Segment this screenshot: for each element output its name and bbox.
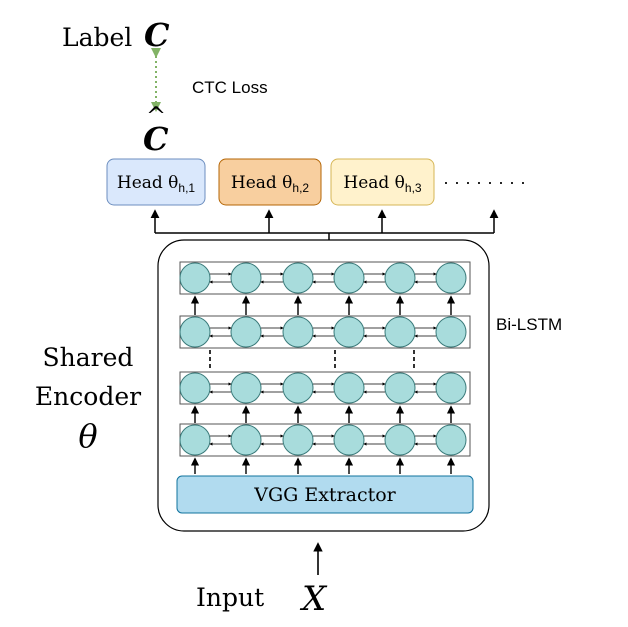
bi-lstm-stack [179,261,471,474]
lstm-cell [230,372,262,404]
lstm-cell [333,424,365,456]
lstm-cell [179,316,211,348]
ctc-loss-label: CTC Loss [192,78,268,97]
label-prefix: Label [62,23,132,52]
lstm-cell [282,372,314,404]
lstm-cell [384,424,416,456]
lstm-cell [282,424,314,456]
lstm-cell [333,316,365,348]
head-1-label: Head θh,1 [117,173,196,195]
prediction-symbol: C [143,120,169,158]
lstm-cell [179,262,211,294]
label-symbol: C [144,16,170,54]
heads-ellipsis: · · · · · · · · [443,172,526,192]
lstm-cell [384,372,416,404]
lstm-cell [333,372,365,404]
head-1-box [106,158,206,206]
head-2-label: Head θh,2 [231,173,310,195]
vgg-extractor-box [176,475,474,514]
shared-encoder-box [157,239,490,532]
lstm-cell [230,424,262,456]
lstm-cell [230,262,262,294]
vgg-extractor-label: VGG Extractor [253,484,396,506]
prediction-accent: ^ [146,102,166,130]
lstm-cell [333,262,365,294]
head-2-box [218,158,322,206]
input-symbol: X [299,579,328,619]
lstm-cell [435,372,467,404]
lstm-cell [435,424,467,456]
lstm-cell [179,424,211,456]
lstm-cell [384,316,416,348]
encoder-label-line2: Encoder [35,382,141,411]
lstm-cell [179,372,211,404]
lstm-cell [282,262,314,294]
head-3-label: Head θh,3 [343,173,422,195]
encoder-label-line1: Shared [43,343,134,372]
encoder-theta-symbol: θ [78,417,97,455]
lstm-cell [384,262,416,294]
bi-lstm-label: Bi-LSTM [496,315,562,334]
input-prefix: Input [196,583,264,612]
lstm-cell [435,262,467,294]
lstm-cell [230,316,262,348]
lstm-cell [282,316,314,348]
heads-group: Head θh,1 Head θh,2 Head θh,3 [106,158,435,206]
head-3-box [330,158,435,206]
lstm-cell [435,316,467,348]
